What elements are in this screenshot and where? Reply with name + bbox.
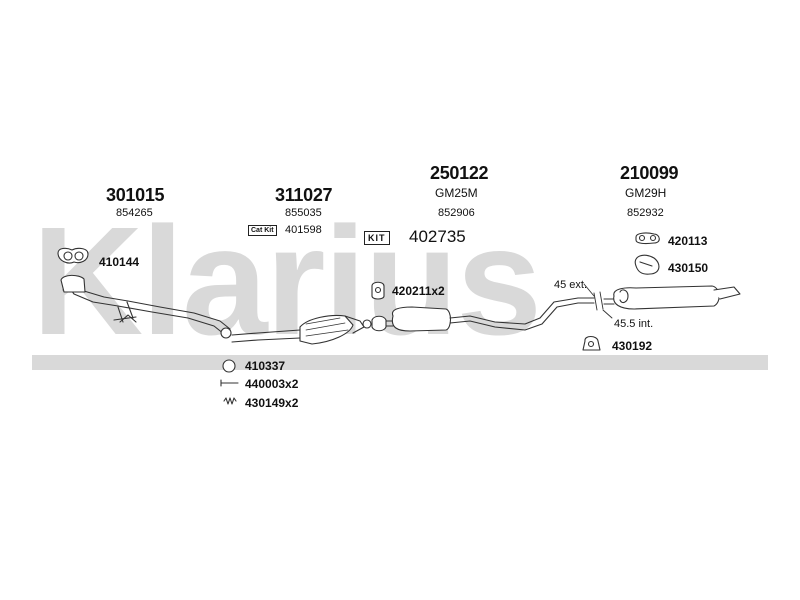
spring-430149-drawing bbox=[223, 397, 237, 405]
label-430149x2: 430149x2 bbox=[245, 396, 299, 410]
ref-number-852932: 852932 bbox=[627, 207, 664, 219]
part-number-210099: 210099 bbox=[620, 163, 679, 183]
cat-kit-badge: Cat Kit bbox=[248, 225, 277, 236]
middle-silencer-250122-drawing bbox=[371, 297, 595, 332]
model-gm29h: GM29H bbox=[625, 186, 667, 200]
kit-number: 402735 bbox=[409, 227, 466, 246]
ring-410337-drawing bbox=[222, 359, 236, 373]
kit-badge: KIT bbox=[364, 231, 390, 245]
catalytic-converter-311027-drawing bbox=[231, 314, 372, 345]
label-410337: 410337 bbox=[245, 359, 286, 373]
part-number-311027: 311027 bbox=[275, 185, 333, 205]
clamp-430192-drawing bbox=[582, 335, 601, 351]
label-430192: 430192 bbox=[612, 339, 653, 353]
part-number-301015: 301015 bbox=[106, 185, 165, 205]
label-440003x2: 440003x2 bbox=[245, 377, 299, 391]
label-420113: 420113 bbox=[668, 234, 708, 248]
ref-number-852906: 852906 bbox=[438, 207, 475, 219]
dimension-ext: 45 ext. bbox=[554, 279, 588, 291]
cat-kit-number: 401598 bbox=[285, 224, 322, 236]
model-gm25m: GM25M bbox=[435, 186, 478, 200]
ref-number-855035: 855035 bbox=[285, 207, 322, 219]
mount-420211-drawing bbox=[371, 281, 385, 300]
bolt-440003-drawing bbox=[220, 379, 239, 387]
part-number-250122: 250122 bbox=[430, 163, 489, 183]
dimension-int: 45.5 int. bbox=[614, 318, 654, 330]
label-410144: 410144 bbox=[99, 255, 140, 269]
rear-silencer-210099-drawing bbox=[603, 285, 741, 310]
gasket-410144-drawing bbox=[57, 247, 89, 264]
ref-number-854265: 854265 bbox=[116, 207, 153, 219]
watermark-underline bbox=[32, 355, 768, 370]
label-430150: 430150 bbox=[668, 261, 709, 275]
dimension-marks bbox=[583, 283, 613, 319]
brand-watermark: Klarius bbox=[32, 195, 542, 367]
label-420211x2: 420211x2 bbox=[392, 284, 445, 298]
front-pipe-301015-drawing bbox=[60, 274, 232, 339]
